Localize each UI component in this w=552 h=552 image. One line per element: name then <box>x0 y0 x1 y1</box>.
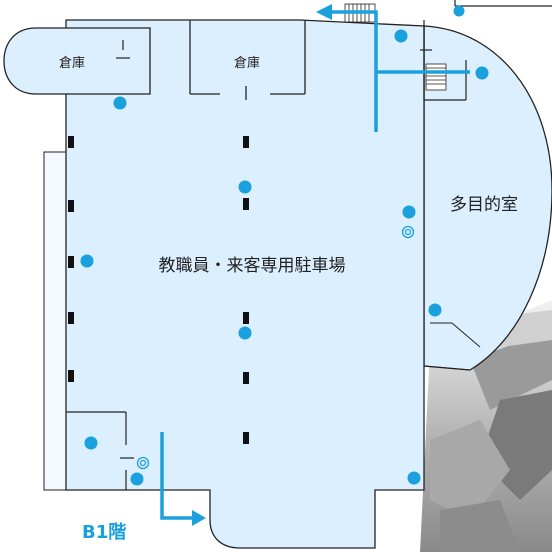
storage-room-left <box>3 27 151 95</box>
storage-room-center <box>189 20 306 100</box>
blue-dot-icon <box>80 5 489 486</box>
storage-center-label: 倉庫 <box>234 56 260 71</box>
multipurpose-room-label: 多目的室 <box>450 195 518 215</box>
double-circle-icon <box>136 225 415 470</box>
parking-label: 教職員・来客専用駐車場 <box>159 256 346 276</box>
outer-wall-strip <box>43 151 67 491</box>
floor-label: B1階 <box>82 522 126 543</box>
route-arrow <box>160 10 470 520</box>
parking-floor <box>65 19 425 549</box>
storage-left-label: 倉庫 <box>59 56 85 71</box>
stairs-icon <box>425 63 447 91</box>
pillar-icon <box>68 136 249 444</box>
arrow-head-icon <box>192 510 206 526</box>
arrow-head-icon <box>316 4 332 20</box>
